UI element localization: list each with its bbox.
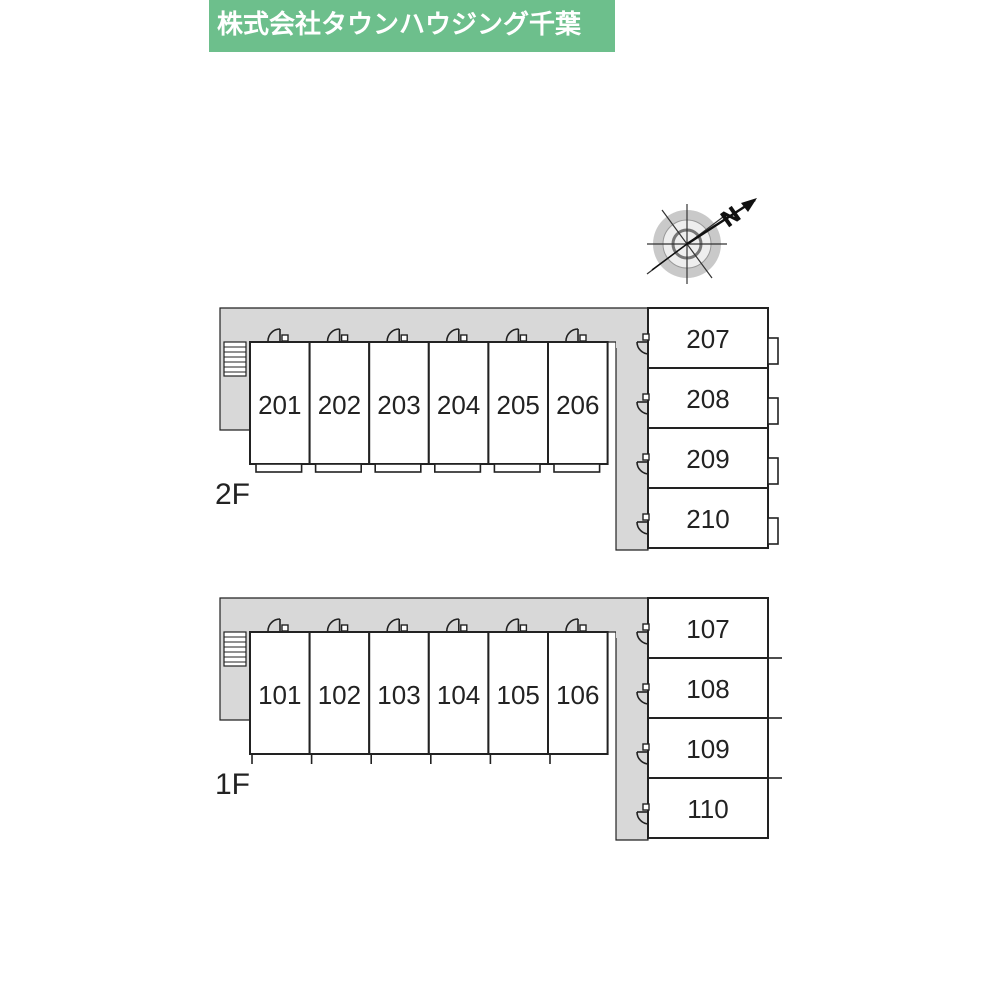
door-swing <box>636 401 650 415</box>
room-label-201: 201 <box>258 390 301 420</box>
balcony <box>767 337 779 365</box>
floor-label-1F: 1F <box>215 768 250 801</box>
door-swing <box>386 328 400 342</box>
north-arrow-shaft <box>686 198 756 246</box>
room-label-106: 106 <box>556 680 599 710</box>
meter-box <box>642 623 650 631</box>
balcony <box>767 457 779 485</box>
corridor-corner <box>616 628 648 638</box>
room-label-205: 205 <box>497 390 540 420</box>
room-label-209: 209 <box>686 444 729 474</box>
room-label-110: 110 <box>687 794 728 824</box>
room-205 <box>487 341 549 465</box>
balcony <box>255 463 303 473</box>
meter-box <box>460 624 468 632</box>
room-label-202: 202 <box>318 390 361 420</box>
door-swing <box>386 618 400 632</box>
door-swing <box>636 461 650 475</box>
door-swing <box>636 751 650 765</box>
meter-box <box>340 334 349 342</box>
room-label-105: 105 <box>497 680 540 710</box>
meter-box <box>642 803 650 811</box>
meter-box <box>642 683 650 691</box>
door-swing <box>446 328 459 342</box>
room-label-204: 204 <box>437 390 480 420</box>
meter-box <box>642 333 650 341</box>
door-swing <box>636 631 650 645</box>
balcony <box>493 463 541 473</box>
room-105 <box>487 631 549 755</box>
north-arrow-head <box>741 198 757 212</box>
room-110 <box>647 777 769 839</box>
room-label-104: 104 <box>437 680 480 710</box>
balcony <box>767 397 779 425</box>
room-label-203: 203 <box>377 390 420 420</box>
meter-box <box>400 334 408 342</box>
meter-box <box>642 393 650 401</box>
north-label: N <box>717 202 746 233</box>
meter-box <box>642 743 650 751</box>
door-swing <box>565 328 579 342</box>
room-101 <box>249 631 311 755</box>
door-swing <box>267 328 281 342</box>
room-104 <box>427 631 490 755</box>
door-swing <box>326 618 340 632</box>
meter-box <box>519 624 528 632</box>
room-label-109: 109 <box>686 734 729 764</box>
floor-1f-plan: 101 102 103 104 105 106 107 108 109 110 1F <box>215 597 782 841</box>
compass-tail <box>651 243 688 271</box>
room-label-102: 102 <box>318 680 361 710</box>
meter-box <box>281 334 289 342</box>
floor-label-2F: 2F <box>215 478 250 511</box>
door-swing <box>636 691 650 705</box>
floor-2f-plan: 201 202 203 204 205 206 207 208 209 210 2F <box>215 307 779 551</box>
door-swing <box>636 811 650 825</box>
meter-box <box>340 624 349 632</box>
balcony <box>314 463 363 473</box>
door-swing <box>267 618 281 632</box>
room-label-103: 103 <box>377 680 420 710</box>
room-label-101: 101 <box>258 680 301 710</box>
balcony <box>433 463 482 473</box>
meter-box <box>642 453 650 461</box>
room-103 <box>368 631 430 755</box>
meter-box <box>460 334 468 342</box>
compass-icon: N <box>646 198 757 284</box>
door-swing <box>636 341 650 355</box>
door-swing <box>565 618 579 632</box>
door-swing <box>326 328 340 342</box>
balcony <box>374 463 422 473</box>
room-label-210: 210 <box>686 504 729 534</box>
balcony <box>767 517 779 545</box>
room-210 <box>647 487 769 549</box>
room-label-208: 208 <box>686 384 729 414</box>
meter-box <box>579 334 587 342</box>
room-label-108: 108 <box>686 674 729 704</box>
corridor-corner <box>616 338 648 348</box>
meter-box <box>400 624 408 632</box>
meter-box <box>579 624 587 632</box>
door-swing <box>446 618 459 632</box>
room-106 <box>547 631 609 755</box>
room-label-107: 107 <box>686 614 729 644</box>
door-swing <box>505 618 519 632</box>
meter-box <box>281 624 289 632</box>
meter-box <box>519 334 528 342</box>
door-swing <box>636 521 650 535</box>
door-swing <box>505 328 519 342</box>
room-label-207: 207 <box>686 324 729 354</box>
balcony <box>553 463 601 473</box>
meter-box <box>642 513 650 521</box>
room-102 <box>308 631 371 755</box>
room-label-206: 206 <box>556 390 599 420</box>
room-209 <box>647 427 769 489</box>
company-banner: 株式会社タウンハウジング千葉 <box>209 0 615 52</box>
room-108 <box>647 657 769 719</box>
